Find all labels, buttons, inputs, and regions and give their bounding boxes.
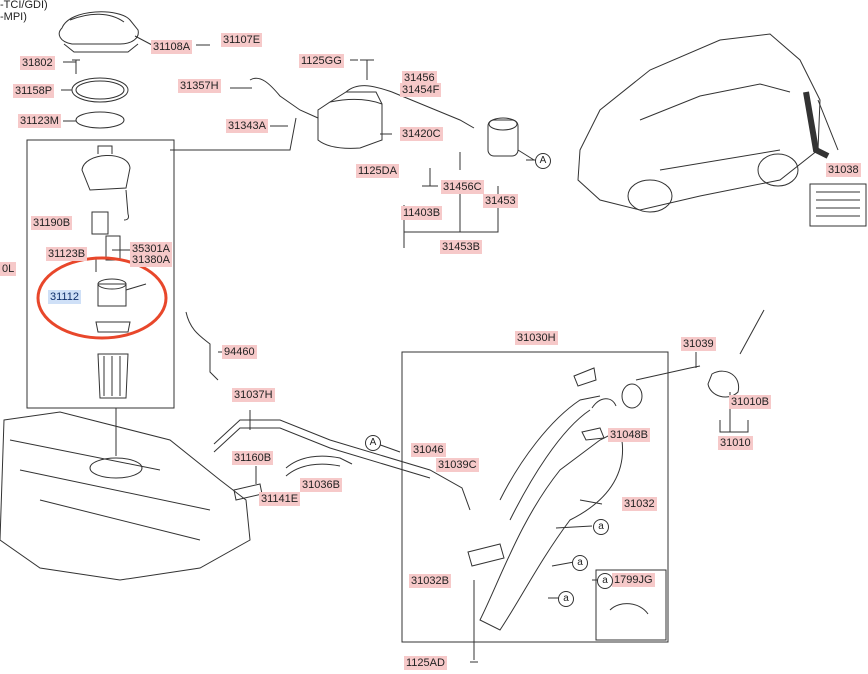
part-label-31123m[interactable]: 31123M — [18, 114, 61, 128]
valve-drawing — [487, 119, 519, 157]
bracket-detail-frame — [595, 569, 667, 641]
hose-drawing — [249, 77, 319, 119]
highlight-ring — [36, 256, 168, 340]
part-label-31107e[interactable]: 31107E — [221, 33, 263, 47]
part-label-31141e[interactable]: 31141E — [259, 492, 301, 506]
part-label-31030h[interactable]: 31030H — [515, 331, 558, 345]
part-label-31453[interactable]: 31453 — [483, 194, 518, 208]
part-label-94460[interactable]: 94460 — [222, 345, 257, 359]
part-label-31802[interactable]: 31802 — [20, 56, 55, 70]
part-label-1125ad[interactable]: 1125AD — [404, 656, 447, 670]
part-label-11403b[interactable]: 11403B — [401, 206, 443, 220]
filler-assembly-frame — [401, 351, 669, 643]
part-label-1125gg[interactable]: 1125GG — [299, 54, 344, 68]
part-label-31112[interactable]: 31112 — [48, 290, 81, 304]
fuel-tank-drawing — [0, 411, 251, 581]
ring-drawing-2 — [75, 111, 125, 129]
engine-variant-top: -TCI/GDI) — [0, 0, 48, 11]
part-label-31380a[interactable]: 31380A — [130, 253, 172, 267]
callout-A-top: A — [535, 153, 551, 169]
label-sticker-drawing — [809, 183, 867, 227]
canister-drawing — [317, 98, 383, 149]
part-label-31039c[interactable]: 31039C — [436, 458, 479, 472]
filter-drawing — [91, 211, 109, 235]
part-label-31454f[interactable]: 31454F — [400, 83, 442, 97]
part-label-31456[interactable]: 31456 — [402, 71, 437, 85]
ring-drawing-1 — [71, 77, 129, 103]
harness-drawing — [185, 311, 219, 381]
part-label-0l[interactable]: 0L — [0, 262, 17, 276]
part-label-31046[interactable]: 31046 — [411, 443, 446, 457]
part-label-31123b[interactable]: 31123B — [46, 247, 88, 261]
part-label-31010[interactable]: 31010 — [718, 436, 753, 450]
part-label-1125da[interactable]: 1125DA — [356, 164, 399, 178]
part-label-31160b[interactable]: 31160B — [232, 451, 274, 465]
callout-A-mid: A — [365, 435, 381, 451]
part-label-31037h[interactable]: 31037H — [232, 388, 275, 402]
part-label-31032[interactable]: 31032 — [622, 497, 657, 511]
part-label-31032b[interactable]: 31032B — [409, 574, 451, 588]
part-label-31039[interactable]: 31039 — [681, 337, 716, 351]
pump-module-drawing — [81, 155, 131, 191]
part-label-31343a[interactable]: 31343A — [226, 119, 268, 133]
car-drawing — [577, 33, 821, 211]
fuel-pump-drawing — [97, 283, 127, 307]
part-label-31190b[interactable]: 31190B — [31, 216, 73, 230]
gasket-drawing — [63, 43, 139, 53]
part-label-31010b[interactable]: 31010B — [729, 395, 771, 409]
part-label-31456c[interactable]: 31456C — [441, 180, 484, 194]
part-label-31038[interactable]: 31038 — [826, 163, 861, 177]
part-label-1799jg[interactable]: 1799JG — [612, 573, 655, 587]
sender-drawing — [105, 235, 121, 261]
fuel-cap-drawing — [707, 370, 740, 398]
filler-hose-drawing — [285, 455, 353, 469]
part-label-31048b[interactable]: 31048B — [608, 428, 650, 442]
callout-a-3: a — [558, 591, 574, 607]
callout-a-1: a — [593, 519, 609, 535]
part-label-31158p[interactable]: 31158P — [13, 84, 55, 98]
part-label-31453b[interactable]: 31453B — [440, 240, 482, 254]
callout-a-2: a — [572, 555, 588, 571]
part-label-35301a[interactable]: 35301A — [130, 242, 172, 256]
callout-a-detail: a — [597, 573, 613, 589]
engine-variant-second: -MPI) — [0, 11, 27, 23]
part-label-31357h[interactable]: 31357H — [178, 79, 221, 93]
strainer-drawing — [97, 353, 129, 399]
vent-hose-drawing — [213, 419, 471, 511]
filler-neck-drawing — [479, 429, 624, 631]
part-label-31036b[interactable]: 31036B — [300, 478, 342, 492]
part-label-31108a[interactable]: 31108A — [151, 40, 193, 54]
part-label-31420c[interactable]: 31420C — [400, 127, 443, 141]
pump-cover-drawing — [58, 11, 139, 45]
pump-assembly-frame — [26, 139, 175, 409]
